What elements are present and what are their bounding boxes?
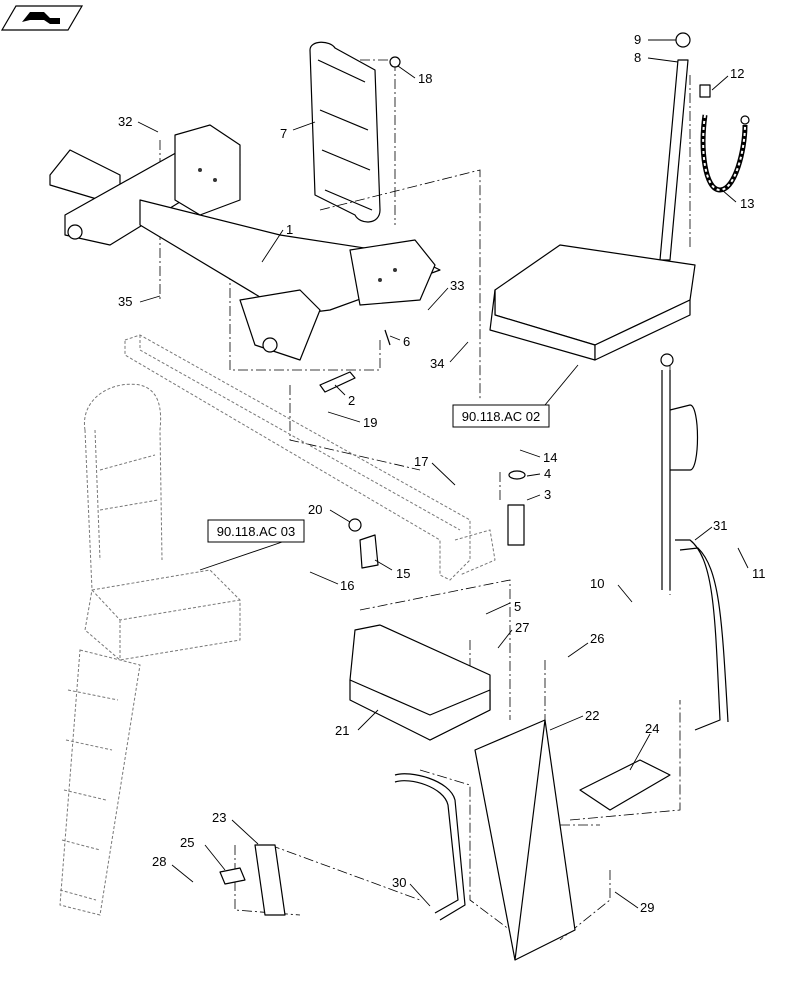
step-item-21 [349, 624, 491, 741]
callout-18: 18 [418, 71, 432, 86]
reference-box-ac02[interactable]: 90.118.AC 02 [452, 364, 579, 428]
callout-30: 30 [392, 875, 406, 890]
callout-6: 6 [403, 334, 410, 349]
callout-1: 1 [286, 222, 293, 237]
rod-item-8 [659, 32, 691, 261]
callout-24: 24 [645, 721, 659, 736]
clip-item-25 [219, 867, 246, 885]
callout-26: 26 [590, 631, 604, 646]
bracket-item-2 [319, 371, 356, 393]
callout-19: 19 [363, 415, 377, 430]
callout-27: 27 [515, 620, 529, 635]
step-pad-item-24 [579, 759, 671, 811]
callout-4: 4 [544, 466, 551, 481]
bolt-item-6 [384, 329, 391, 346]
callout-7: 7 [280, 126, 287, 141]
callout-16: 16 [340, 578, 354, 593]
ghost-left-platform [59, 383, 241, 916]
callout-8: 8 [634, 50, 641, 65]
nut-item-20 [348, 518, 362, 532]
callout-14: 14 [543, 450, 557, 465]
callout-21: 21 [335, 723, 349, 738]
callout-9: 9 [634, 32, 641, 47]
handrail-item-7 [309, 41, 381, 223]
assembly-lines [159, 59, 691, 941]
main-frame [49, 124, 441, 361]
callout-34: 34 [430, 356, 444, 371]
callout-10: 10 [590, 576, 604, 591]
callout-28: 28 [152, 854, 166, 869]
lanyard-item-13 [699, 84, 750, 193]
callout-2: 2 [348, 393, 355, 408]
callout-33: 33 [450, 278, 464, 293]
handle-item-30 [394, 773, 466, 921]
callout-15: 15 [396, 566, 410, 581]
callout-20: 20 [308, 502, 322, 517]
callout-13: 13 [740, 196, 754, 211]
callout-3: 3 [544, 487, 551, 502]
reference-label: 90.118.AC 02 [462, 409, 541, 424]
callout-25: 25 [180, 835, 194, 850]
callout-23: 23 [212, 810, 226, 825]
callout-35: 35 [118, 294, 132, 309]
callout-5: 5 [514, 599, 521, 614]
callout-22: 22 [585, 708, 599, 723]
callouts: 1 2 3 4 5 6 7 8 9 10 11 12 13 14 15 16 1… [118, 32, 766, 915]
callout-12: 12 [730, 66, 744, 81]
callout-29: 29 [640, 900, 654, 915]
reference-box-ac03[interactable]: 90.118.AC 03 [199, 519, 305, 571]
grab-handle-item-31 [660, 353, 729, 731]
ghost-beam [124, 334, 496, 581]
callout-17: 17 [414, 454, 428, 469]
callout-31: 31 [713, 518, 727, 533]
reference-label: 90.118.AC 03 [217, 524, 296, 539]
callout-32: 32 [118, 114, 132, 129]
platform-upper-right [489, 244, 696, 361]
navigate-back-icon[interactable] [0, 5, 84, 31]
support-item-22 [474, 719, 576, 961]
callout-11: 11 [752, 566, 766, 581]
plate-item-23 [254, 844, 286, 916]
bracket-item-15 [359, 534, 379, 569]
pin-item-3 [507, 470, 526, 546]
